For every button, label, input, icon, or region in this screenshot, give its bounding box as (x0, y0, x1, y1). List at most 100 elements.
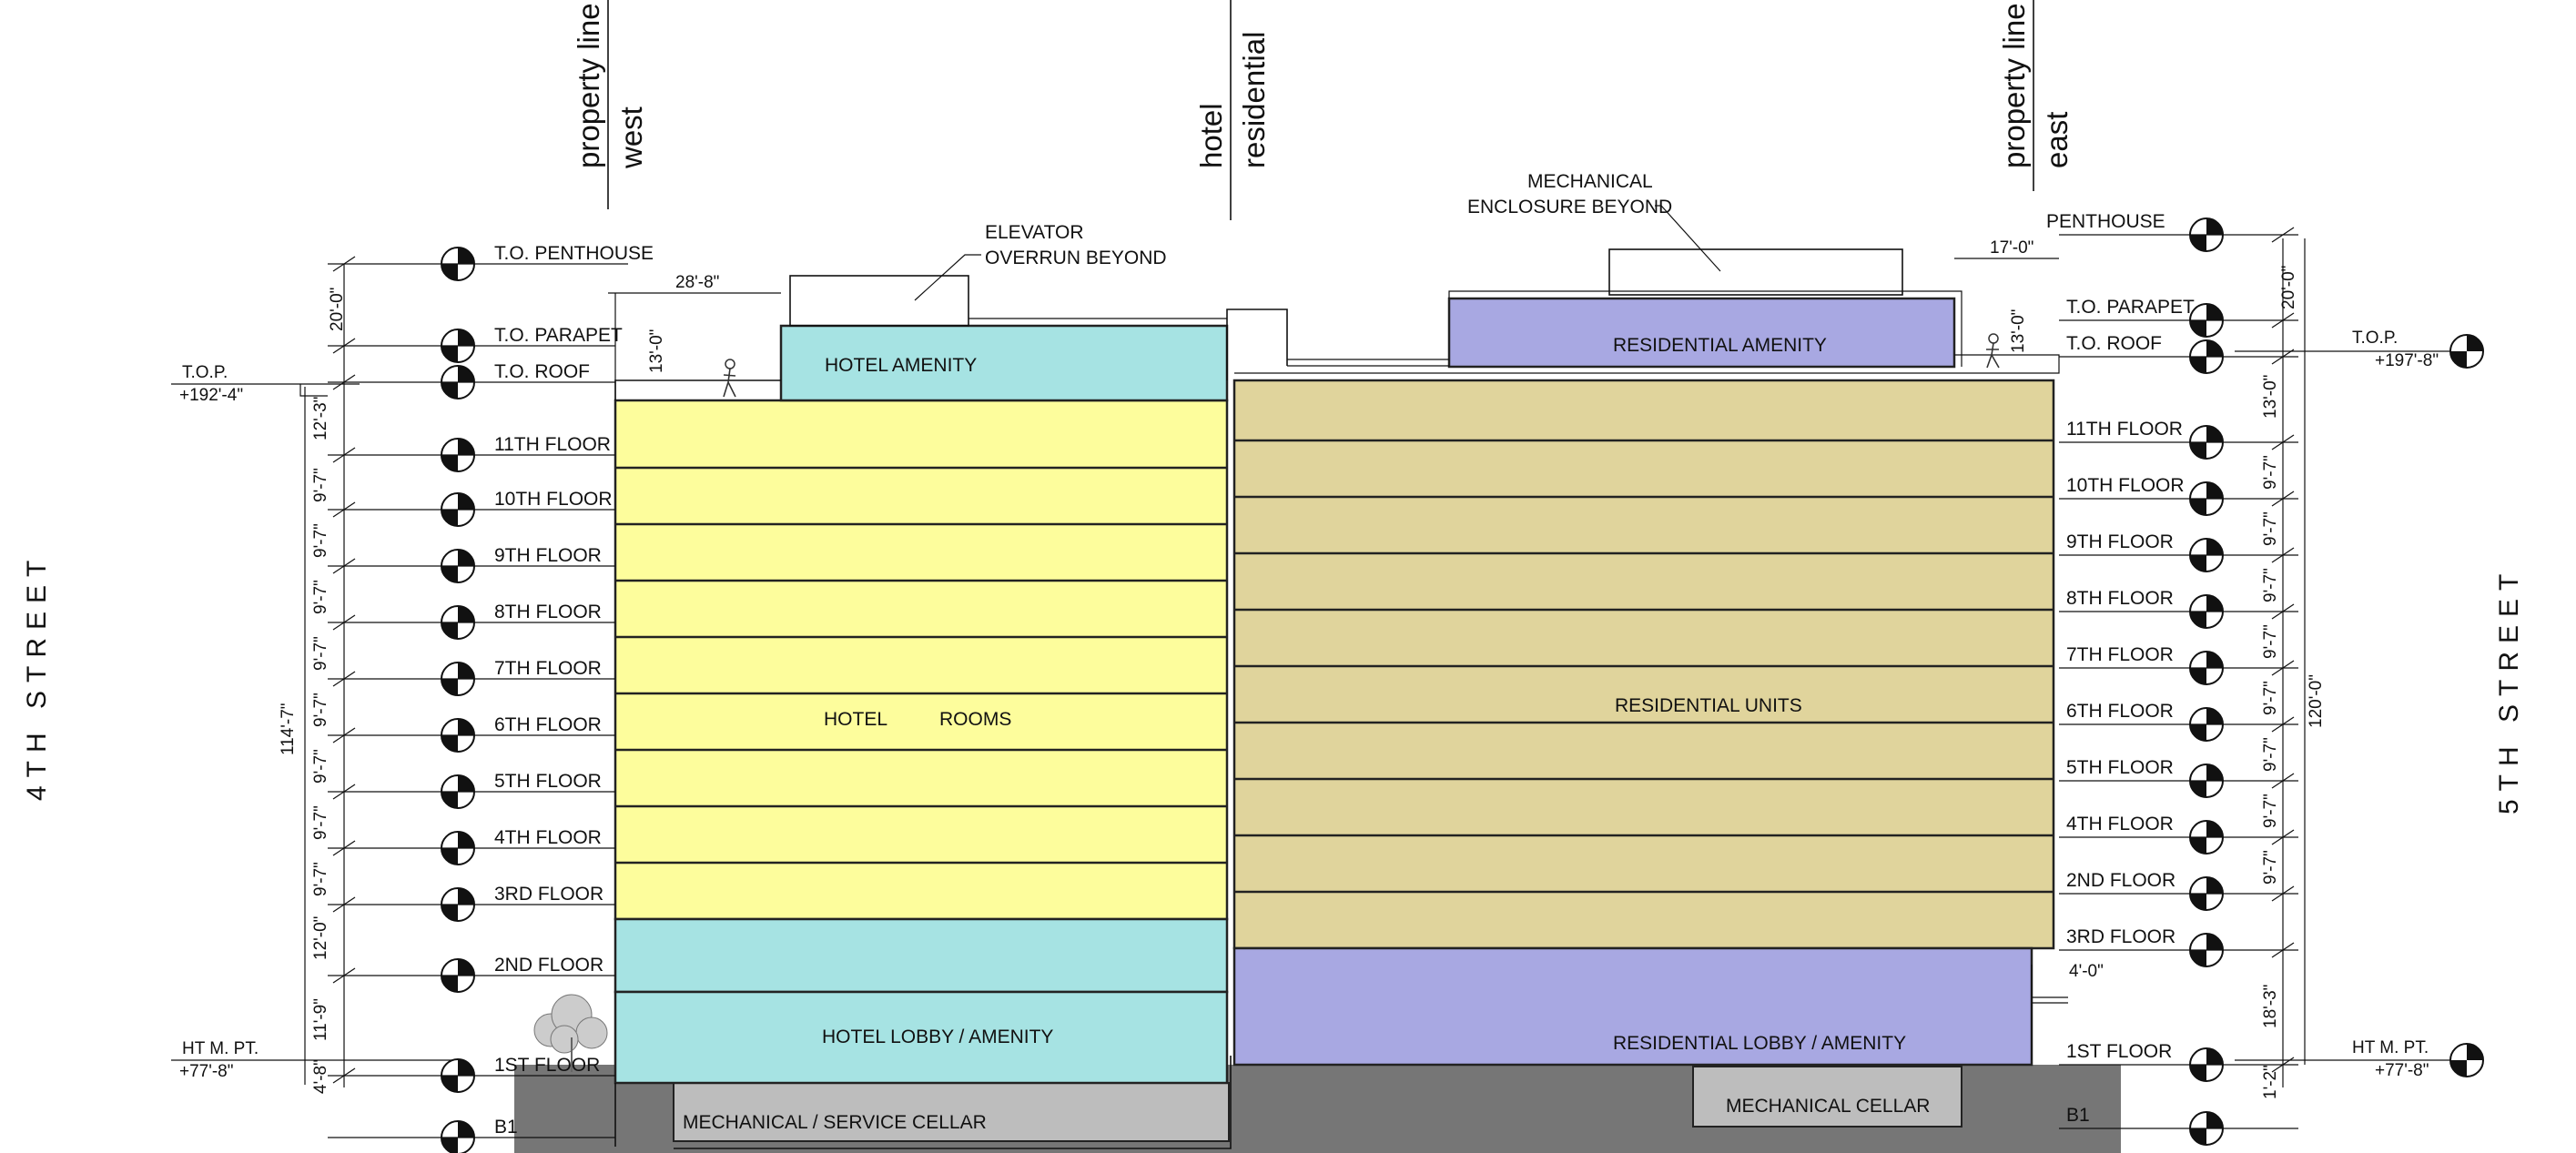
west-dim-tick (332, 256, 356, 272)
elevation-marker-icon (2449, 1043, 2484, 1077)
residential-amenity (1447, 297, 1956, 369)
hotel-lobby-amenity (614, 990, 1229, 1085)
level-marker-icon (2189, 303, 2224, 338)
west-dim-value: 9'-7" (311, 636, 330, 671)
east-dim-tick (2271, 942, 2295, 958)
mechanical-note-line1: MECHANICAL (1527, 171, 1653, 192)
east-dim-value: 9'-7" (2261, 850, 2280, 885)
east-dim-tick (2271, 716, 2295, 733)
west-dim-tick (332, 558, 356, 574)
divider-label: hotel residential (1194, 32, 1271, 168)
east-overhang-dim: 4'-0" (2069, 962, 2104, 981)
east-dim-value: 1'-2" (2261, 1065, 2280, 1099)
mechanical-enclosure (1608, 248, 1903, 296)
west-level-label: 9TH FLOOR (494, 545, 602, 566)
east-dim-value: 9'-7" (2261, 511, 2280, 546)
mechanical-cellar (1692, 1066, 1962, 1128)
east-dimension-string: 20'-0"13'-0"9'-7"9'-7"9'-7"9'-7"9'-7"9'-… (2261, 227, 2298, 1099)
east-parapet-dim: 13'-0" (2009, 309, 2028, 353)
west-level-label: T.O. ROOF (494, 361, 590, 382)
east-level-label: PENTHOUSE (2046, 211, 2165, 232)
east-dim-value: 20'-0" (2279, 266, 2298, 309)
east-dim-value: 18'-3" (2261, 985, 2280, 1028)
east-setback-dim: 17'-0" (1990, 238, 2033, 258)
west-dimension-string: 20'-0" 12'-3" 9'-7" 9'-7" 9'-7" 9'-7" 9'-7" 9'-… (311, 256, 356, 1094)
east-level-label: 7TH FLOOR (2066, 644, 2174, 665)
east-top-label: T.O.P. (2352, 329, 2398, 348)
west-dim-value: 9'-7" (311, 468, 330, 502)
west-ht-value: +77'-8" (179, 1062, 234, 1081)
west-dim-value: 9'-7" (311, 749, 330, 784)
person-figure-icon-east (1986, 333, 2000, 369)
east-total-dim: 120'-0" (2307, 674, 2326, 728)
east-top-value: +197'-8" (2375, 351, 2439, 370)
west-dim-value: 9'-7" (311, 523, 330, 558)
east-dim-tick (2271, 312, 2295, 329)
elevator-overrun (789, 275, 969, 327)
west-dim-tick (332, 967, 356, 984)
east-dim-value: 9'-7" (2261, 624, 2280, 659)
west-dim-tick (332, 374, 356, 390)
west-dim-value: 20'-0" (328, 288, 347, 331)
east-dim-tick (2271, 660, 2295, 676)
east-level-label: 10TH FLOOR (2066, 475, 2185, 496)
east-dim-tick (2271, 603, 2295, 620)
west-dim-value: 12'-0" (311, 916, 330, 960)
hotel-floor-lines (615, 466, 1227, 865)
east-dim-tick (2271, 227, 2295, 243)
west-total-dim: 114'-7" (279, 703, 298, 755)
west-level-label: 7TH FLOOR (494, 658, 602, 679)
hotel-amenity-label: HOTEL AMENITY (825, 355, 977, 376)
residential-overhang (2031, 965, 2068, 1060)
residential-units-block (1232, 379, 2055, 950)
west-level-label: 11TH FLOOR (494, 434, 611, 455)
hotel-rooms-label-b: ROOMS (939, 709, 1011, 730)
east-ht-label: HT M. PT. (2352, 1038, 2429, 1057)
west-top-label: T.O.P. (182, 363, 228, 382)
west-dim-value: 9'-7" (311, 862, 330, 896)
east-level-label: 3RD FLOOR (2066, 926, 2175, 947)
west-setback-line (608, 292, 781, 400)
residential-roof-outline (1234, 354, 2060, 374)
residential-amenity-label: RESIDENTIAL AMENITY (1613, 335, 1827, 356)
west-level-label: 5TH FLOOR (494, 771, 602, 792)
west-level-label: 3RD FLOOR (494, 884, 603, 905)
west-level-label: 8TH FLOOR (494, 602, 602, 622)
west-dim-value: 11'-9" (311, 998, 330, 1041)
west-dim-value: 9'-7" (311, 580, 330, 614)
east-level-label: 1ST FLOOR (2066, 1041, 2172, 1062)
west-parapet-dim: 13'-0" (647, 329, 666, 373)
east-level-label: 2ND FLOOR (2066, 870, 2175, 891)
hotel-second-floor (614, 917, 1229, 994)
elevator-note-line1: ELEVATOR (985, 222, 1084, 243)
street-east-label: 5TH STREET (2494, 566, 2524, 814)
east-dim-tick (2271, 829, 2295, 845)
west-dim-value: 9'-7" (311, 805, 330, 840)
property-line-west-text1: property line (572, 3, 605, 168)
west-dim-value: 12'-3" (311, 397, 330, 440)
west-top-value: +192'-4" (179, 386, 243, 405)
residential-roof (1226, 308, 1288, 380)
east-dim-tick (2271, 1057, 2295, 1073)
east-dim-tick (2271, 885, 2295, 902)
east-level-label: 6TH FLOOR (2066, 701, 2174, 722)
hotel-lobby-label: HOTEL LOBBY / AMENITY (822, 1027, 1053, 1047)
residential-lobby-amenity (1232, 946, 2033, 1067)
west-setback-dim: 28'-8" (675, 273, 719, 292)
property-line-east-text2: east (2040, 112, 2074, 168)
mechanical-note-line2: ENCLOSURE BEYOND (1467, 197, 1672, 217)
east-dim-value: 9'-7" (2261, 737, 2280, 772)
east-ht-value: +77'-8" (2375, 1061, 2429, 1080)
level-marker-icon (2189, 876, 2224, 911)
mechanical-leader (1655, 205, 1721, 272)
east-level-label: 9TH FLOOR (2066, 531, 2174, 552)
mech-cellar-label: MECHANICAL CELLAR (1726, 1096, 1930, 1117)
west-dim-tick (332, 614, 356, 631)
east-dim-tick (2271, 349, 2295, 365)
tree-icon (533, 994, 608, 1072)
west-dim-tick (332, 447, 356, 463)
mech-service-cellar-label: MECHANICAL / SERVICE CELLAR (683, 1112, 987, 1133)
hotel-rooms-label-a: HOTEL (824, 709, 887, 730)
elevator-leader (914, 254, 981, 301)
